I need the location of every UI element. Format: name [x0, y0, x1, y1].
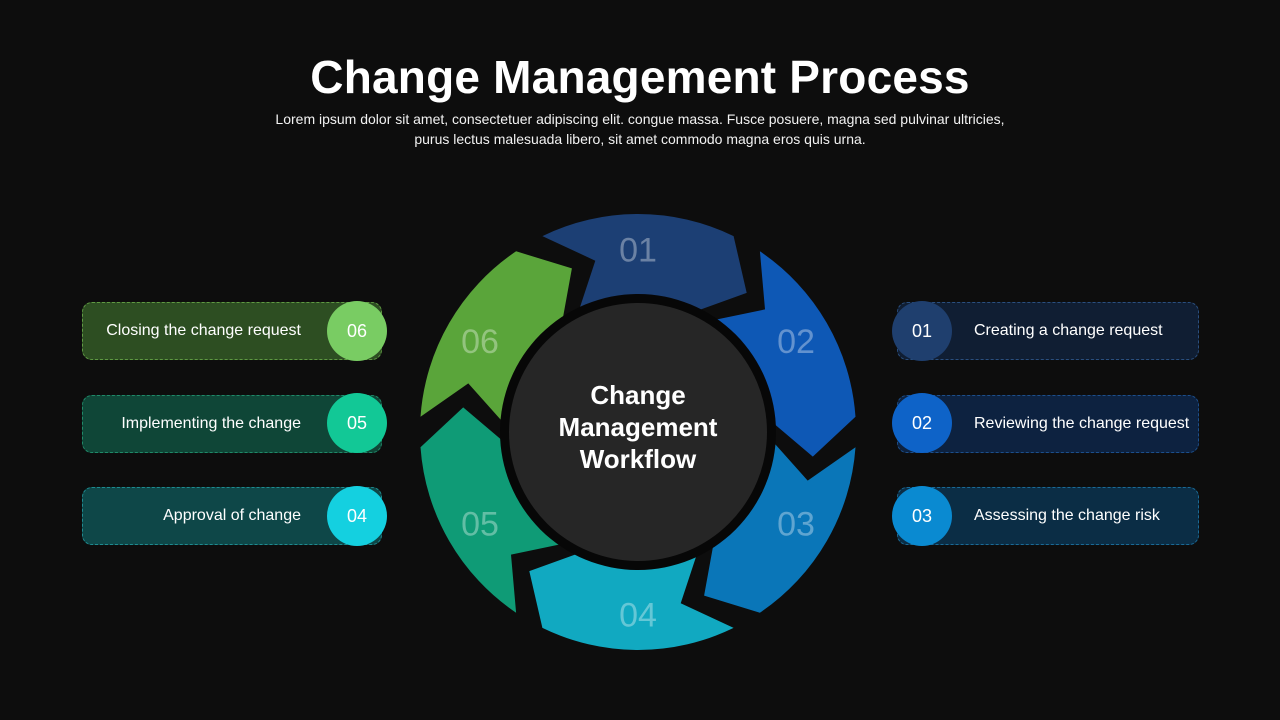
center-circle — [509, 303, 767, 561]
step-label-02: Reviewing the change request — [974, 415, 1190, 432]
cycle-segment-number-01: 01 — [619, 232, 657, 270]
center-text-line-1: Change — [590, 380, 685, 410]
cycle-segment-06 — [420, 251, 572, 423]
center-text-line-2: Management — [559, 412, 718, 442]
cycle-segment-number-06: 06 — [461, 323, 499, 361]
step-card-04: Approval of change — [82, 487, 382, 545]
cycle-segment-labels: 01 02 03 04 05 06 — [461, 232, 815, 635]
cycle-segment-01 — [542, 214, 747, 311]
cycle-segment-03 — [704, 441, 856, 613]
cycle-segment-02 — [713, 251, 856, 457]
subtitle-line-1: Lorem ipsum dolor sit amet, consectetuer… — [275, 111, 1005, 127]
step-card-01: Creating a change request — [897, 302, 1199, 360]
cycle-segment-number-03: 03 — [777, 505, 815, 543]
cycle-segments — [420, 214, 856, 650]
cycle-segment-number-02: 02 — [777, 323, 815, 361]
page-title: Change Management Process — [310, 51, 970, 103]
step-label-03: Assessing the change risk — [974, 507, 1160, 524]
page-subtitle: Lorem ipsum dolor sit amet, consectetuer… — [240, 109, 1040, 149]
cycle-segment-05 — [420, 407, 563, 613]
step-badge-01: 01 — [892, 301, 952, 361]
cycle-segment-number-04: 04 — [619, 597, 657, 635]
step-badge-02: 02 — [892, 393, 952, 453]
step-label-04: Approval of change — [163, 507, 301, 524]
step-badge-03: 03 — [892, 486, 952, 546]
subtitle-line-2: purus lectus malesuada libero, sit amet … — [414, 131, 866, 147]
step-badge-04: 04 — [327, 486, 387, 546]
cycle-segment-04 — [529, 553, 734, 650]
center-circle-ring — [500, 294, 776, 570]
center-text-line-3: Workflow — [580, 444, 697, 474]
step-label-06: Closing the change request — [106, 322, 301, 339]
step-badge-05: 05 — [327, 393, 387, 453]
cycle-segment-number-05: 05 — [461, 505, 499, 543]
step-label-01: Creating a change request — [974, 322, 1163, 339]
step-label-05: Implementing the change — [121, 415, 301, 432]
step-badge-06: 06 — [327, 301, 387, 361]
